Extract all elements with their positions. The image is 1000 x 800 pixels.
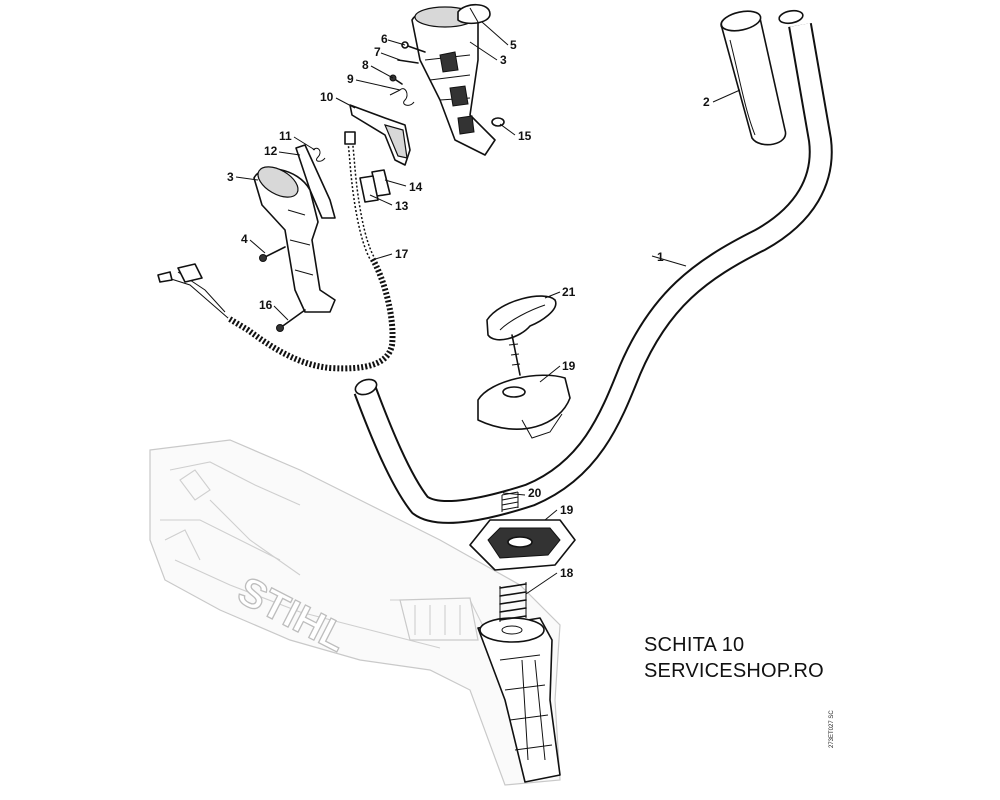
callout-20: 20 bbox=[528, 486, 542, 500]
callout-19-upper: 19 bbox=[562, 359, 576, 373]
callout-7: 7 bbox=[374, 45, 381, 59]
callout-6: 6 bbox=[381, 32, 388, 46]
screw-short bbox=[259, 246, 286, 262]
machine-housing-ghost: STIHL bbox=[149, 439, 561, 786]
torsion-spring bbox=[389, 88, 415, 106]
mount-post bbox=[477, 617, 561, 783]
leader-lines bbox=[235, 21, 741, 595]
lever-spring bbox=[312, 147, 326, 162]
screw-long bbox=[276, 309, 306, 332]
control-housing-upper bbox=[411, 6, 496, 156]
callout-11: 11 bbox=[279, 129, 292, 143]
diagram-caption-site: SERVICESHOP.RO bbox=[644, 660, 824, 682]
callout-1: 1 bbox=[657, 250, 664, 264]
cable-harness bbox=[157, 131, 396, 372]
switch-block bbox=[359, 175, 379, 203]
callout-8: 8 bbox=[362, 58, 369, 72]
small-plug bbox=[491, 117, 505, 127]
trigger-lever bbox=[349, 104, 411, 166]
grip-handle bbox=[720, 10, 787, 146]
callout-19-lower: 19 bbox=[560, 503, 574, 517]
callout-15: 15 bbox=[518, 129, 532, 143]
callout-2: 2 bbox=[703, 95, 710, 109]
callout-16: 16 bbox=[259, 298, 273, 312]
callout-4: 4 bbox=[241, 232, 248, 246]
callout-3-left: 3 bbox=[227, 170, 234, 184]
small-pins bbox=[389, 41, 426, 85]
callout-21: 21 bbox=[562, 285, 576, 299]
callout-14: 14 bbox=[409, 180, 423, 194]
cap-knob bbox=[457, 3, 491, 25]
callout-12: 12 bbox=[264, 144, 278, 158]
callout-numbers: 1 2 3 5 6 7 8 9 10 11 12 3 4 14 13 15 17… bbox=[227, 32, 710, 580]
diagram-caption-title: SCHITA 10 bbox=[644, 634, 745, 656]
callout-3-right: 3 bbox=[500, 53, 507, 67]
callout-18: 18 bbox=[560, 566, 574, 580]
callout-10: 10 bbox=[320, 90, 334, 104]
callout-9: 9 bbox=[347, 72, 354, 86]
handle-housing bbox=[253, 166, 336, 313]
spring-large bbox=[499, 582, 527, 622]
callout-13: 13 bbox=[395, 199, 409, 213]
clamp-lower bbox=[469, 519, 576, 571]
clamp-upper bbox=[477, 374, 571, 439]
callout-5: 5 bbox=[510, 38, 517, 52]
callout-17: 17 bbox=[395, 247, 409, 261]
document-code: 273ET027 SC bbox=[829, 710, 835, 748]
wing-knob bbox=[486, 295, 557, 376]
handlebar-tube bbox=[353, 9, 833, 524]
